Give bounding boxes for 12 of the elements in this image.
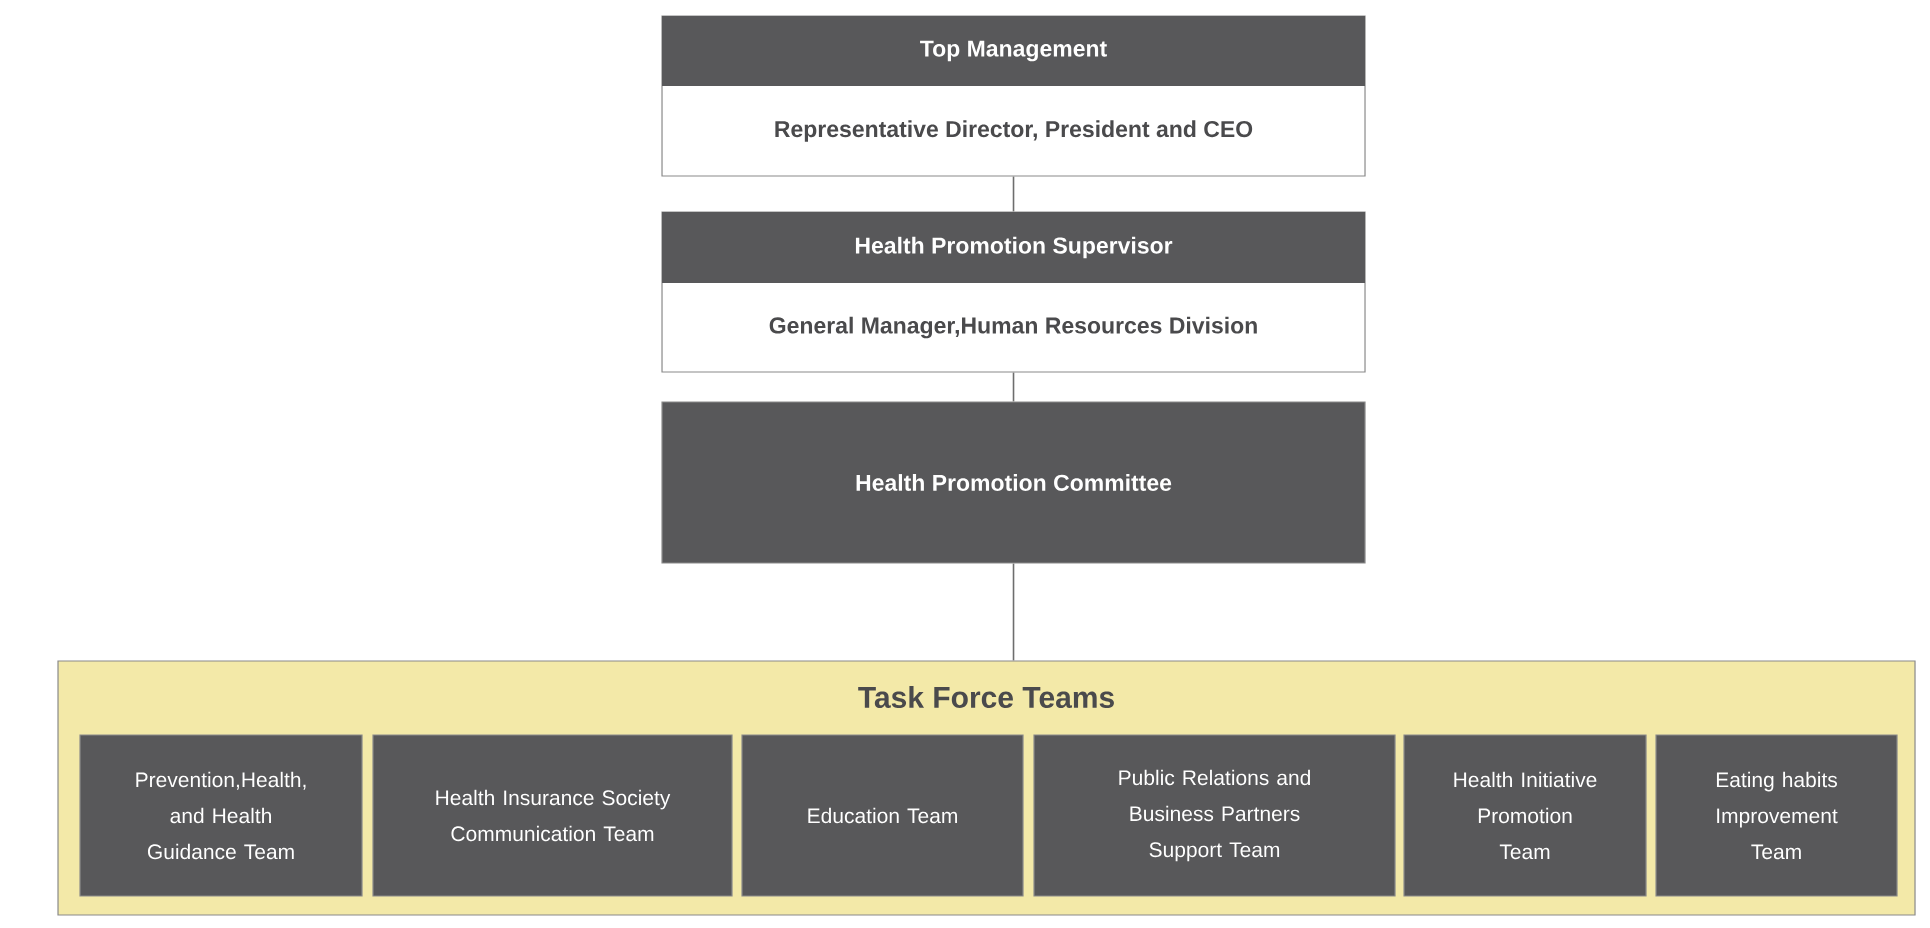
team-box: Health Insurance Society Communication Team	[372, 734, 733, 897]
committee-box: Health Promotion Committee	[661, 401, 1366, 564]
connector-line	[1012, 562, 1015, 662]
org-box: Top Management Representative Director, President and CEO	[661, 15, 1366, 177]
team-box: Prevention,Health, and Health Guidance Team	[79, 734, 363, 897]
team-box: Public Relations and Business Partners Support Team	[1033, 734, 1396, 897]
team-box: Eating habits Improvement Team	[1655, 734, 1898, 897]
connector-line	[1012, 175, 1015, 213]
team-box: Education Team	[741, 734, 1024, 897]
org-box: Health Promotion Supervisor General Manager,Human Resources Division	[661, 211, 1366, 373]
team-box: Health Initiative Promotion Team	[1403, 734, 1647, 897]
connector-line	[1012, 371, 1015, 403]
